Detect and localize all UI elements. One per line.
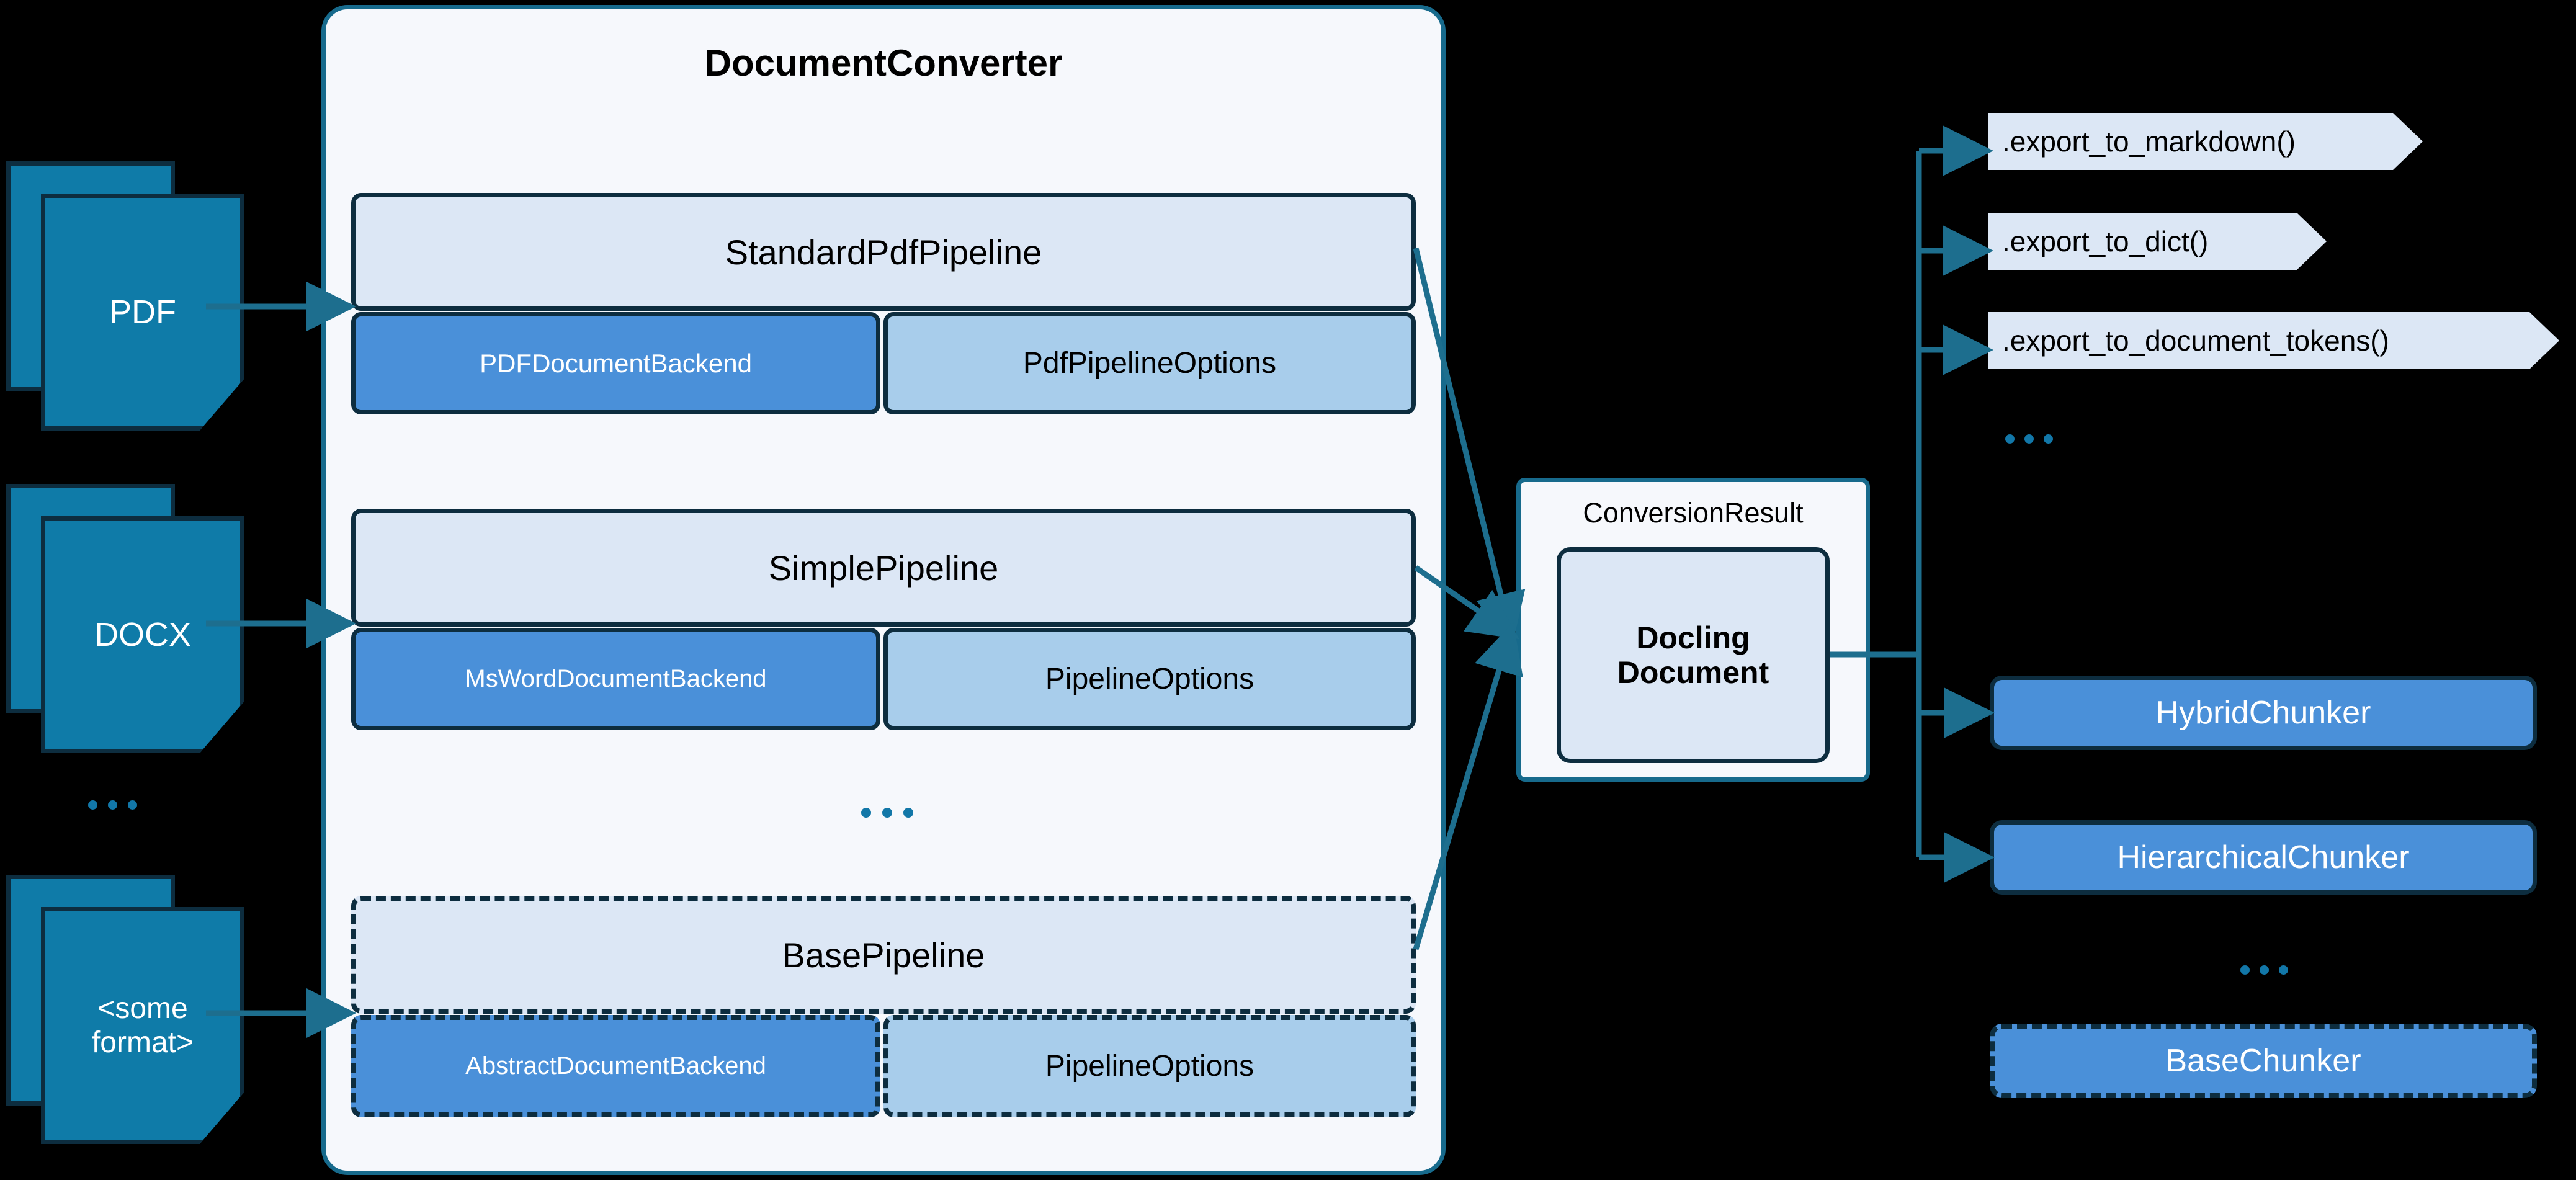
pipeline-name: SimplePipeline bbox=[768, 548, 999, 588]
pipelines-ellipsis bbox=[861, 808, 913, 818]
pipeline-header-standardpdfpipeline[interactable]: StandardPdfPipeline bbox=[351, 193, 1416, 311]
backend-name: PDFDocumentBackend bbox=[480, 348, 752, 378]
backend-name: MsWordDocumentBackend bbox=[465, 665, 767, 692]
options-pdfpipelineoptions[interactable]: PdfPipelineOptions bbox=[883, 312, 1416, 414]
chunker-hybridchunker[interactable]: HybridChunker bbox=[1990, 676, 2537, 750]
docling-document-line1: Docling bbox=[1636, 620, 1750, 655]
input-docx[interactable]: DOCX bbox=[6, 484, 244, 753]
chunkers-ellipsis bbox=[2240, 965, 2288, 975]
options-name: PipelineOptions bbox=[1045, 1050, 1254, 1083]
conversion-result-label: ConversionResult bbox=[1583, 497, 1804, 529]
pipeline-name: StandardPdfPipeline bbox=[725, 232, 1042, 272]
backend-pdfdocumentbackend[interactable]: PDFDocumentBackend bbox=[351, 312, 880, 414]
input-other-format[interactable]: <some format> bbox=[6, 875, 244, 1144]
pipeline-header-simplepipeline[interactable]: SimplePipeline bbox=[351, 509, 1416, 627]
export-chevron-document-tokens[interactable]: .export_to_document_tokens() bbox=[1988, 312, 2559, 369]
chunker-label: HybridChunker bbox=[2155, 695, 2371, 731]
backend-msworddocumentbackend[interactable]: MsWordDocumentBackend bbox=[351, 628, 880, 730]
options-pipelineoptions-base[interactable]: PipelineOptions bbox=[883, 1015, 1416, 1117]
pipeline-header-basepipeline[interactable]: BasePipeline bbox=[351, 896, 1416, 1014]
input-label-line2: format> bbox=[91, 1026, 194, 1059]
chunker-label: BaseChunker bbox=[2165, 1043, 2361, 1079]
docling-document-line2: Document bbox=[1617, 655, 1769, 690]
chunker-basechunker[interactable]: BaseChunker bbox=[1990, 1024, 2537, 1098]
options-name: PdfPipelineOptions bbox=[1022, 347, 1277, 380]
export-chevron-dict[interactable]: .export_to_dict() bbox=[1988, 213, 2327, 270]
backend-abstractdocumentbackend[interactable]: AbstractDocumentBackend bbox=[351, 1015, 880, 1117]
input-pdf[interactable]: PDF bbox=[6, 161, 244, 431]
input-label-line1: <some bbox=[97, 991, 188, 1025]
export-label: .export_to_dict() bbox=[2002, 225, 2209, 257]
export-chevron-markdown[interactable]: .export_to_markdown() bbox=[1988, 113, 2423, 170]
input-label: PDF bbox=[109, 293, 176, 331]
input-label: DOCX bbox=[94, 615, 191, 653]
export-label: .export_to_markdown() bbox=[2002, 125, 2296, 158]
page-title: DocumentConverter bbox=[704, 42, 1063, 84]
options-pipelineoptions-simple[interactable]: PipelineOptions bbox=[883, 628, 1416, 730]
export-label: .export_to_document_tokens() bbox=[2002, 324, 2389, 357]
options-name: PipelineOptions bbox=[1045, 663, 1254, 695]
exports-ellipsis bbox=[2005, 434, 2053, 444]
docling-document-box[interactable]: Docling Document bbox=[1557, 547, 1830, 763]
document-front-sheet: <some format> bbox=[41, 907, 244, 1144]
pipeline-name: BasePipeline bbox=[782, 935, 985, 975]
document-front-sheet: PDF bbox=[41, 194, 244, 431]
chunker-hierarchicalchunker[interactable]: HierarchicalChunker bbox=[1990, 820, 2537, 895]
document-front-sheet: DOCX bbox=[41, 516, 244, 753]
backend-name: AbstractDocumentBackend bbox=[465, 1052, 766, 1079]
chunker-label: HierarchicalChunker bbox=[2117, 839, 2410, 875]
inputs-ellipsis bbox=[88, 800, 137, 810]
